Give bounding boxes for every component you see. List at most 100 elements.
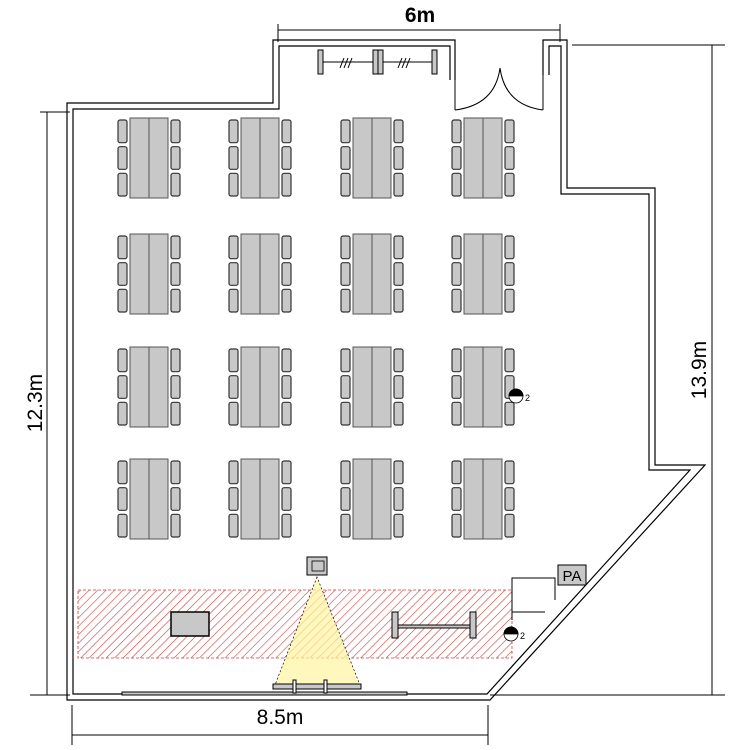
- chair: [504, 119, 515, 144]
- chair: [170, 513, 181, 538]
- table: [463, 458, 484, 540]
- table-group: [451, 346, 515, 428]
- dimension-left: [30, 111, 70, 696]
- chair: [451, 119, 462, 144]
- equipment-closet: [511, 577, 556, 620]
- dimension-top: [277, 24, 561, 42]
- chair: [281, 288, 292, 313]
- chair: [504, 235, 515, 260]
- chair: [117, 460, 128, 485]
- chair: [281, 401, 292, 426]
- chair: [504, 172, 515, 197]
- chair: [504, 146, 515, 170]
- chair: [504, 513, 515, 538]
- table: [463, 346, 484, 428]
- chair: [228, 487, 239, 511]
- table: [482, 117, 503, 199]
- table: [259, 233, 280, 315]
- speaker-icon: [508, 388, 524, 404]
- chair: [340, 401, 351, 426]
- chair: [228, 146, 239, 170]
- chair: [281, 375, 292, 399]
- chair: [393, 513, 404, 538]
- speaker-1-label: 2: [525, 393, 530, 403]
- chair: [228, 513, 239, 538]
- table: [352, 117, 373, 199]
- dimension-right-label: 13.9m: [688, 341, 711, 399]
- chair: [393, 460, 404, 485]
- table-group: [340, 346, 404, 428]
- chair: [228, 288, 239, 313]
- table-group: [228, 346, 292, 428]
- table-groups: [117, 117, 515, 540]
- chair: [170, 460, 181, 485]
- chair: [170, 119, 181, 144]
- chair: [504, 262, 515, 286]
- table-group: [117, 458, 181, 540]
- chair: [393, 262, 404, 286]
- projector-icon: [306, 556, 328, 576]
- dimension-bottom: [71, 705, 489, 745]
- chair: [393, 375, 404, 399]
- chair: [340, 375, 351, 399]
- window: [317, 49, 438, 75]
- table-group: [340, 458, 404, 540]
- table-group: [117, 233, 181, 315]
- chair: [340, 172, 351, 197]
- chair: [228, 235, 239, 260]
- chair: [451, 375, 462, 399]
- chair: [451, 288, 462, 313]
- chair: [393, 348, 404, 373]
- chair: [281, 487, 292, 511]
- chair: [117, 375, 128, 399]
- dimension-right: [490, 44, 725, 696]
- table: [463, 117, 484, 199]
- chair: [170, 235, 181, 260]
- table-group: [117, 117, 181, 199]
- pa-system: [557, 564, 587, 586]
- table: [148, 458, 169, 540]
- table-group: [117, 346, 181, 428]
- table: [371, 233, 392, 315]
- table: [240, 346, 261, 428]
- stage-bench: [391, 611, 477, 639]
- chair: [393, 172, 404, 197]
- chair: [228, 119, 239, 144]
- table: [240, 117, 261, 199]
- pa-label: PA: [563, 568, 582, 585]
- chair: [228, 401, 239, 426]
- chair: [117, 119, 128, 144]
- dimension-top-label: 6m: [405, 4, 435, 27]
- chair: [281, 348, 292, 373]
- room-walls: [66, 39, 707, 701]
- table-group: [340, 117, 404, 199]
- chair: [228, 460, 239, 485]
- chair: [340, 146, 351, 170]
- table: [371, 346, 392, 428]
- speaker-2-label: 2: [520, 631, 525, 641]
- chair: [393, 146, 404, 170]
- chair: [340, 348, 351, 373]
- chair: [504, 348, 515, 373]
- dimension-bottom-label: 8.5m: [257, 706, 304, 729]
- speaker-icon: [503, 626, 519, 642]
- projection-screen: [121, 679, 408, 696]
- chair: [451, 513, 462, 538]
- table: [148, 346, 169, 428]
- chair: [340, 119, 351, 144]
- chair: [170, 401, 181, 426]
- chair: [117, 262, 128, 286]
- entrance-door: [454, 67, 544, 111]
- chair: [170, 348, 181, 373]
- table: [259, 346, 280, 428]
- table: [129, 458, 150, 540]
- chair: [170, 146, 181, 170]
- chair: [393, 119, 404, 144]
- table-group: [228, 458, 292, 540]
- chair: [451, 172, 462, 197]
- dimension-left-label: 12.3m: [24, 374, 47, 432]
- chair: [228, 348, 239, 373]
- chair: [281, 172, 292, 197]
- table-group: [228, 117, 292, 199]
